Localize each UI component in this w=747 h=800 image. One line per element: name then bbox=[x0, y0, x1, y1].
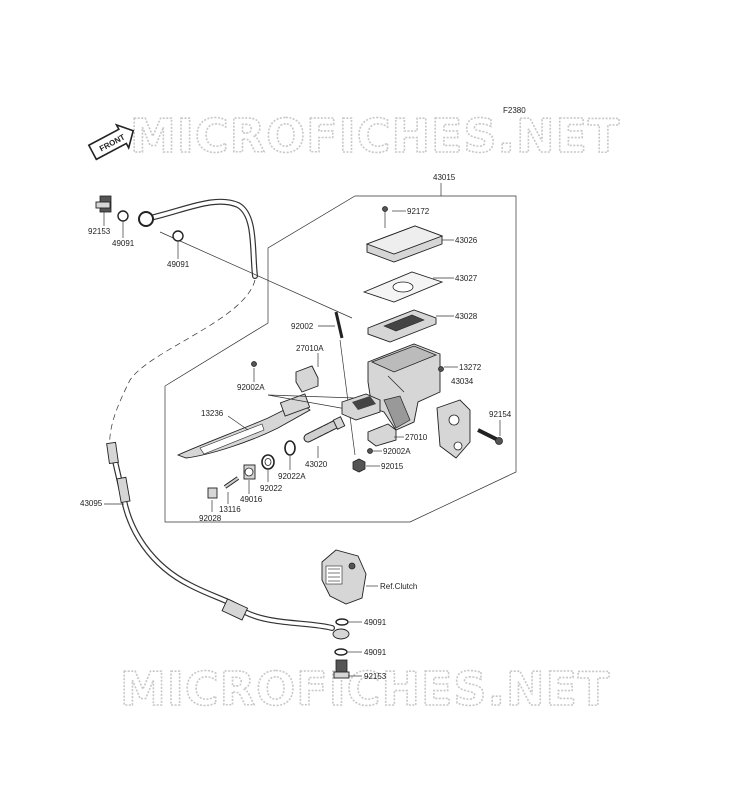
screw-92002A-top bbox=[251, 361, 257, 367]
watermark-bottom: MICROFICHES.NET bbox=[120, 662, 610, 716]
adjuster-13116 bbox=[223, 476, 240, 489]
label-49016: 49016 bbox=[240, 495, 263, 504]
label-49091-lower-b: 49091 bbox=[364, 648, 387, 657]
hose-sleeve-bottom bbox=[221, 598, 249, 621]
label-49091-lower-a: 49091 bbox=[364, 618, 387, 627]
label-27010: 27010 bbox=[405, 433, 428, 442]
label-43095: 43095 bbox=[80, 499, 103, 508]
label-92153-top: 92153 bbox=[88, 227, 111, 236]
label-92028: 92028 bbox=[199, 514, 222, 523]
washer-49091-top bbox=[117, 210, 129, 222]
boot-92022 bbox=[261, 454, 275, 470]
label-27010A: 27010A bbox=[296, 344, 324, 353]
hose-banjo-bottom bbox=[332, 628, 350, 640]
label-13272: 13272 bbox=[459, 363, 482, 372]
master-cylinder-body bbox=[367, 343, 441, 431]
label-92002: 92002 bbox=[291, 322, 314, 331]
label-49091-top-left: 49091 bbox=[112, 239, 135, 248]
clutch-lever-13236 bbox=[176, 393, 311, 459]
label-92022: 92022 bbox=[260, 484, 283, 493]
label-92172: 92172 bbox=[407, 207, 430, 216]
screw-92002A-bottom bbox=[367, 448, 373, 454]
label-43034: 43034 bbox=[451, 377, 474, 386]
lever-linkage bbox=[341, 393, 381, 421]
reservoir-cap-43026 bbox=[365, 225, 444, 263]
label-49091-hose: 49091 bbox=[167, 260, 190, 269]
washer-49091-lower-a bbox=[335, 618, 349, 626]
figure-code: F2380 bbox=[503, 106, 526, 115]
label-ref-clutch: Ref.Clutch bbox=[380, 582, 417, 591]
watermark-top: MICROFICHES.NET bbox=[130, 109, 620, 163]
diaphragm-plate-43027 bbox=[362, 271, 444, 303]
label-92002A-top: 92002A bbox=[237, 383, 265, 392]
hose-sleeve-top bbox=[106, 441, 119, 464]
label-43020: 43020 bbox=[305, 460, 328, 469]
hose-dashed-path bbox=[109, 279, 256, 451]
assembly-box-43015 bbox=[164, 195, 517, 523]
screw-13272 bbox=[438, 366, 444, 372]
label-92154: 92154 bbox=[489, 410, 512, 419]
label-43028: 43028 bbox=[455, 312, 478, 321]
washer-49091-lower-b bbox=[334, 648, 348, 656]
hose-connection-leader bbox=[159, 231, 353, 319]
cap-92028 bbox=[207, 487, 218, 499]
banjo-bolt-92153-bottom bbox=[333, 659, 350, 679]
label-43027: 43027 bbox=[455, 274, 478, 283]
diaphragm-43028 bbox=[367, 309, 437, 343]
label-92022A: 92022A bbox=[278, 472, 306, 481]
pushrod-49016 bbox=[243, 464, 256, 480]
label-43015: 43015 bbox=[433, 173, 456, 182]
pivot-bracket-27010A bbox=[295, 365, 319, 393]
label-13116: 13116 bbox=[219, 505, 241, 514]
hose-sleeve-mid bbox=[116, 476, 131, 504]
clamp-43034 bbox=[436, 399, 471, 459]
hose-banjo-top bbox=[138, 211, 154, 227]
bolt-92154 bbox=[477, 428, 503, 445]
label-13236: 13236 bbox=[201, 409, 224, 418]
washer-92022A bbox=[284, 440, 296, 456]
nut-92015 bbox=[352, 458, 366, 473]
bracket-27010 bbox=[367, 423, 397, 447]
banjo-bolt-92153-top bbox=[95, 195, 112, 213]
label-43026: 43026 bbox=[455, 236, 478, 245]
piston-43020 bbox=[303, 416, 346, 443]
washer-49091-hose bbox=[172, 230, 184, 242]
label-92153-bottom: 92153 bbox=[364, 672, 387, 681]
bolt-92002 bbox=[334, 311, 344, 339]
label-92015: 92015 bbox=[381, 462, 404, 471]
clutch-slave-cylinder bbox=[321, 549, 367, 605]
label-92002A-bottom: 92002A bbox=[383, 447, 411, 456]
